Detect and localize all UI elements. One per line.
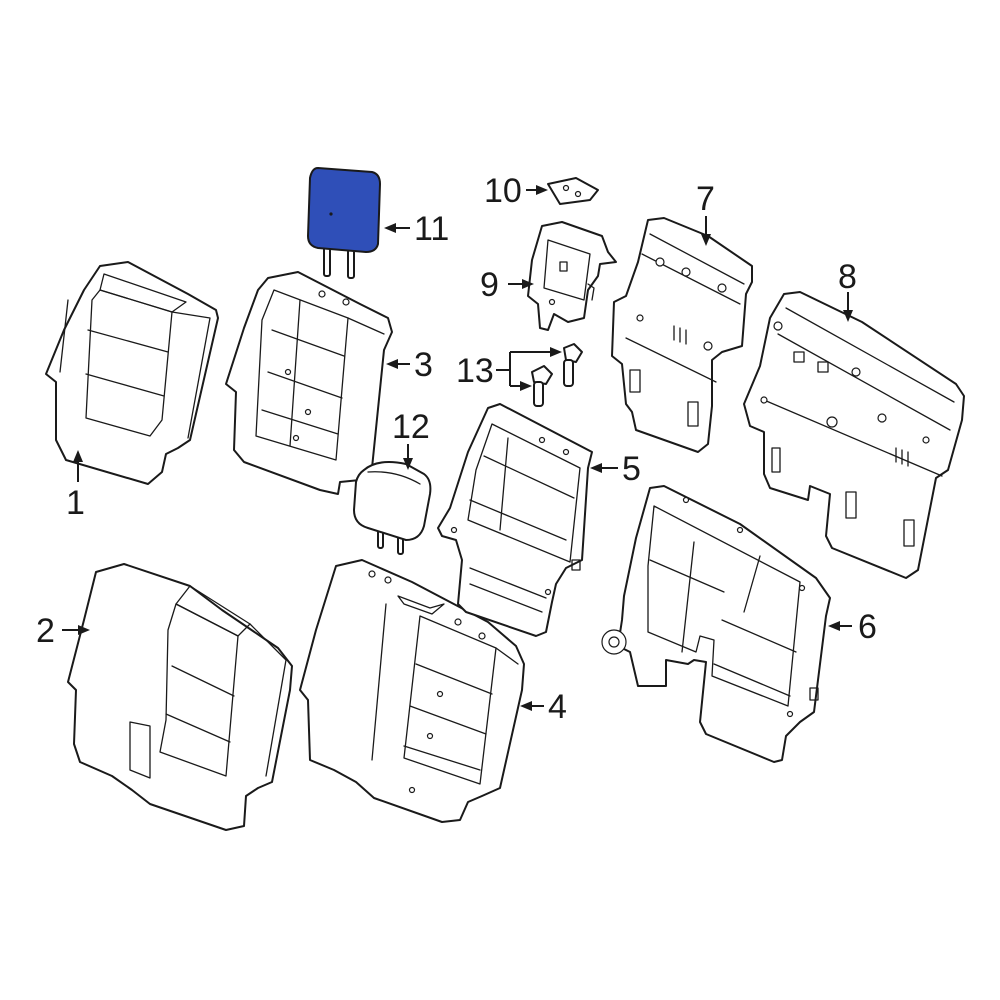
callout-6: 6 — [858, 608, 877, 646]
callout-labels: 1 2 3 4 5 6 7 8 9 10 11 12 13 — [36, 172, 877, 726]
callout-9: 9 — [480, 266, 499, 304]
callout-5: 5 — [622, 450, 641, 488]
callout-7: 7 — [696, 180, 715, 218]
callout-2: 2 — [36, 612, 55, 650]
part-3-seat-back-pad[interactable] — [225, 271, 393, 495]
part-6-seat-cushion-frame[interactable] — [601, 485, 831, 763]
leaders — [62, 185, 853, 711]
part-13-bolts[interactable] — [531, 343, 583, 407]
headrest-dot — [329, 212, 333, 216]
part-7-back-panel[interactable] — [611, 217, 753, 453]
part-4-seat-cushion-pad[interactable] — [299, 559, 525, 823]
callout-4: 4 — [548, 688, 567, 726]
headrest-post-left — [323, 245, 331, 277]
headrest-cushion — [307, 167, 381, 253]
callout-11: 11 — [414, 210, 449, 248]
part-8-large-back-panel[interactable] — [743, 291, 965, 579]
part-1-seat-back-cover[interactable] — [45, 261, 219, 485]
callout-3: 3 — [414, 346, 433, 384]
callout-13: 13 — [456, 352, 494, 390]
callout-1: 1 — [66, 484, 85, 522]
part-12-headrest[interactable] — [353, 461, 432, 555]
part-11-headrest[interactable] — [307, 167, 381, 279]
part-2-seat-cushion-cover[interactable] — [67, 563, 293, 831]
callout-10: 10 — [484, 172, 522, 210]
callout-12: 12 — [392, 408, 430, 446]
headrest-post-right — [347, 249, 355, 279]
part-5-seat-back-frame[interactable] — [437, 403, 593, 637]
callout-8: 8 — [838, 258, 857, 296]
part-10-bracket[interactable] — [547, 177, 599, 205]
part-9-bracket[interactable] — [527, 221, 617, 331]
